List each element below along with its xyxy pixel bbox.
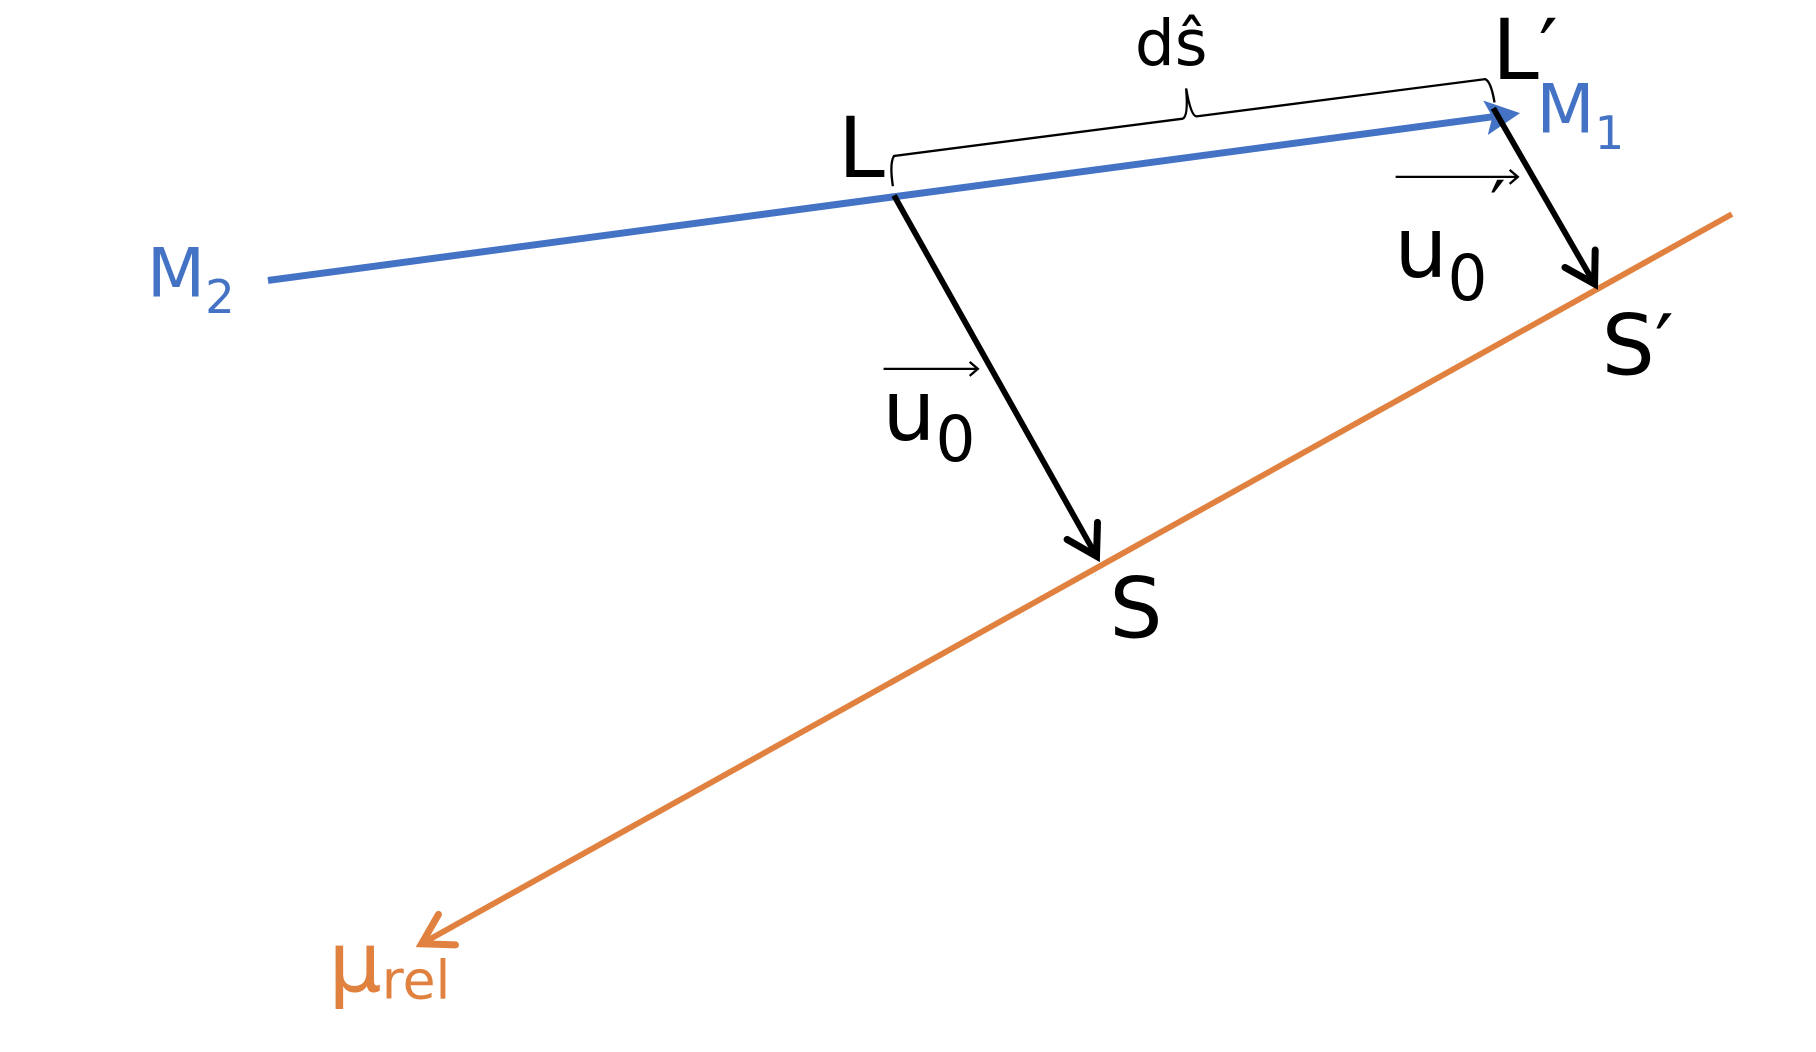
u0-vector-arrow [891,194,1101,563]
label-u0-letter: u [882,362,935,460]
ds-brace [890,77,1496,187]
label-M1-letter: M [1536,70,1594,149]
label-M1-subscript: 1 [1595,106,1625,160]
label-mu-rel: μrel [328,913,450,1011]
label-u0-prime-mark: ′ [1490,166,1506,247]
label-M2-letter: M [147,234,205,313]
label-mu-subscript: rel [382,948,451,1011]
u0-prime-vector-arrow [1490,106,1599,290]
label-mu-letter: μ [328,913,381,1011]
label-S: S [1109,560,1162,658]
label-ds-hat: dŝ [1135,7,1208,80]
label-u0: u0 [882,362,975,476]
relative-motion-line [415,211,1734,949]
label-u0-prime: u0 [1394,199,1487,315]
label-L: L [838,99,885,197]
label-u0-prime-letter: u [1394,199,1447,297]
lens-trajectory-line [267,100,1521,284]
label-u0-prime-subscript: 0 [1448,242,1488,315]
label-u0-subscript: 0 [935,403,975,476]
label-L-prime: L′ [1492,1,1558,99]
label-S-prime: S′ [1602,297,1674,395]
label-M2: M2 [147,234,235,324]
label-M2-subscript: 2 [205,270,235,324]
label-M1: M1 [1536,70,1624,160]
